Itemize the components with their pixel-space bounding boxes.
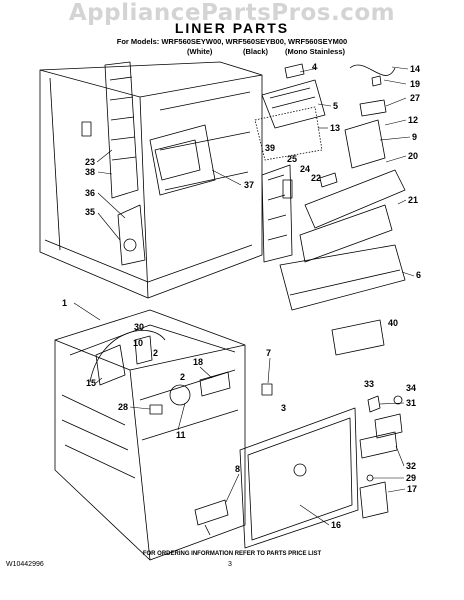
part-label: 21 [408, 195, 418, 205]
bracket-assembly [117, 204, 146, 266]
part-label: 29 [406, 473, 416, 483]
part-label: 14 [410, 64, 420, 74]
part-labels: 1 2 2 3 4 5 6 7 8 9 10 11 12 13 14 15 16… [62, 62, 421, 530]
leader-lines [73, 66, 415, 526]
part-label: 4 [312, 62, 317, 72]
part-label: 15 [86, 378, 96, 388]
deli-drawer [279, 169, 406, 356]
part-label: 12 [408, 115, 418, 125]
icemaker-area [89, 330, 231, 415]
part-label: 27 [410, 93, 420, 103]
part-label: 36 [85, 188, 95, 198]
part-label: 23 [85, 157, 95, 167]
part-label: 20 [408, 151, 418, 161]
document-number: W10442996 [6, 561, 44, 568]
part-label: 9 [412, 132, 417, 142]
part-label: 22 [311, 173, 321, 183]
part-label: 34 [406, 383, 416, 393]
part-label: 17 [407, 484, 417, 494]
part-label: 39 [265, 143, 275, 153]
part-label: 5 [333, 101, 338, 111]
part-label: 19 [410, 79, 420, 89]
part-label: 10 [133, 338, 143, 348]
control-housing [254, 63, 396, 169]
hinge-part [194, 499, 229, 536]
part-label: 28 [118, 402, 128, 412]
part-label: 31 [406, 398, 416, 408]
part-label: 32 [406, 461, 416, 471]
part-label: 7 [266, 348, 271, 358]
part-label: 35 [85, 207, 95, 217]
freezer-door-panel [239, 407, 359, 549]
freezer-liner [54, 309, 246, 561]
part-label: 33 [364, 379, 374, 389]
part-label: 25 [287, 154, 297, 164]
part-label: 13 [330, 123, 340, 133]
part-label: 1 [62, 298, 67, 308]
small-parts-right [261, 383, 403, 519]
part-label: 18 [193, 357, 203, 367]
ordering-note: FOR ORDERING INFORMATION REFER TO PARTS … [142, 551, 322, 557]
part-label: 2 [180, 372, 185, 382]
part-label: 11 [176, 430, 186, 440]
part-label: 6 [416, 270, 421, 280]
models-line: For Models: WRF560SEYW00, WRF560SEYB00, … [116, 37, 348, 46]
part-label: 37 [244, 180, 254, 190]
crisper-cover [149, 124, 216, 196]
part-label: 38 [85, 167, 95, 177]
page-number: 3 [228, 561, 232, 568]
part-label: 24 [300, 164, 310, 174]
variant-black: (Black) [243, 47, 269, 56]
variant-white: (White) [187, 47, 213, 56]
left-channel-bin [81, 61, 139, 199]
part-label: 16 [331, 520, 341, 530]
page-title: LINER PARTS [174, 20, 290, 36]
fresh-food-liner [39, 61, 263, 299]
part-label: 30 [134, 322, 144, 332]
part-label: 8 [235, 464, 240, 474]
part-label: 3 [281, 403, 286, 413]
part-label: 2 [153, 348, 158, 358]
air-tower [261, 164, 293, 263]
variant-mono-stainless: (Mono Stainless) [285, 47, 346, 56]
watermark: AppliancePartsPros.com [68, 0, 396, 26]
part-label: 40 [388, 318, 398, 328]
